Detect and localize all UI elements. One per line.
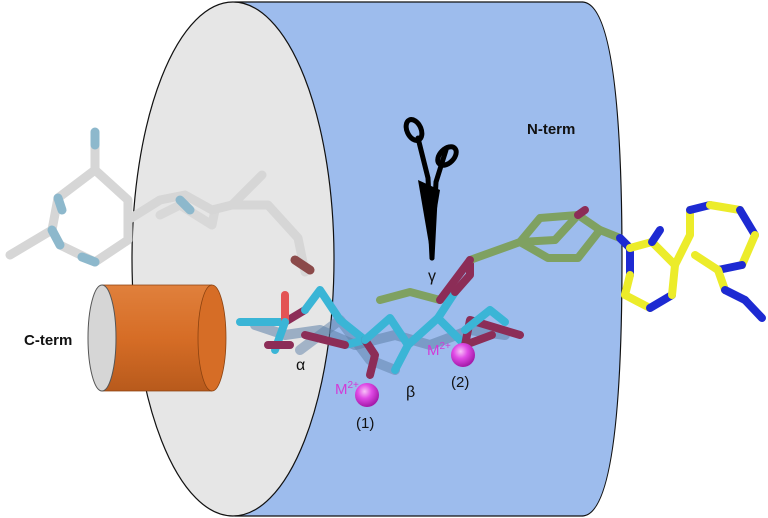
gamma-label: γ <box>428 268 436 285</box>
metal-1-index: (1) <box>356 415 374 432</box>
grey-ligand <box>5 127 315 277</box>
metal-2-label: M2+ <box>427 341 451 359</box>
metal-sphere-1 <box>355 383 379 407</box>
barrel-right-edge <box>581 1 623 517</box>
metal-sphere-2 <box>451 343 475 367</box>
c-term-cylinder <box>87 284 227 392</box>
scissors-icon <box>403 117 459 261</box>
beta-label: β <box>406 384 415 401</box>
phosphate-chain <box>236 206 634 379</box>
alpha-label: α <box>296 357 305 374</box>
adenine-base <box>621 201 766 322</box>
metal-2-index: (2) <box>451 374 469 391</box>
c-term-label: C-term <box>24 332 72 349</box>
n-term-label: N-term <box>527 121 575 138</box>
metal-1-label: M2+ <box>335 380 359 398</box>
